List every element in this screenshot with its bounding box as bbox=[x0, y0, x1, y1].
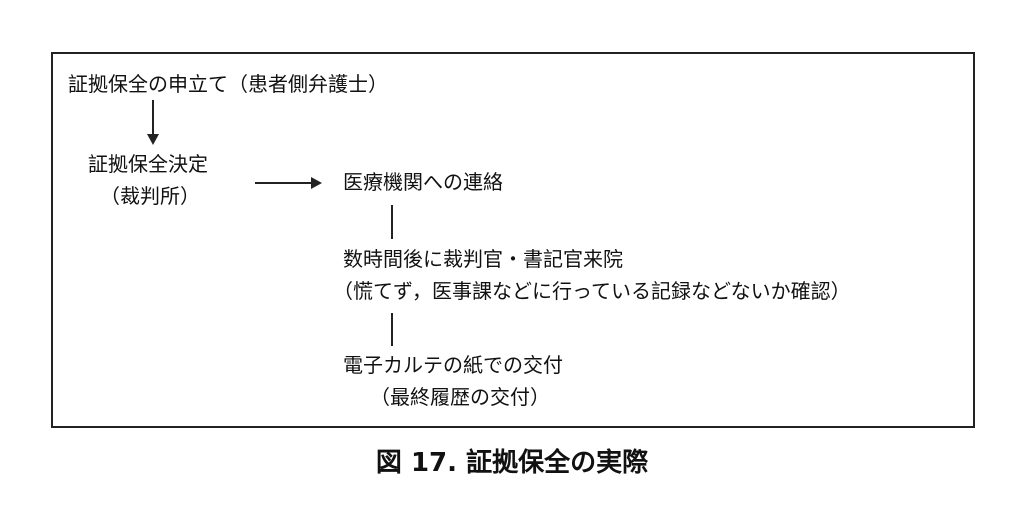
down-arrow-head-icon bbox=[147, 134, 159, 145]
connector-line bbox=[391, 313, 393, 346]
decision-node: 証拠保全決定 bbox=[88, 152, 208, 176]
decision-by-label: （裁判所） bbox=[100, 184, 200, 208]
visit-node: 数時間後に裁判官・書記官来院 bbox=[343, 247, 623, 271]
down-arrow-line bbox=[152, 100, 154, 136]
diagram-frame bbox=[51, 52, 975, 428]
contact-node: 医療機関への連絡 bbox=[343, 170, 503, 194]
delivery-note: （最終履歴の交付） bbox=[370, 385, 550, 409]
right-arrow-head-icon bbox=[311, 177, 322, 189]
visit-note: （慌てず，医事課などに行っている記録などないか確認） bbox=[333, 279, 851, 303]
right-arrow-line bbox=[255, 182, 313, 184]
connector-line bbox=[391, 205, 393, 239]
figure-caption: 図 17. 証拠保全の実際 bbox=[375, 448, 649, 478]
petition-node: 証拠保全の申立て（患者側弁護士） bbox=[68, 72, 388, 96]
delivery-node: 電子カルテの紙での交付 bbox=[343, 353, 563, 377]
